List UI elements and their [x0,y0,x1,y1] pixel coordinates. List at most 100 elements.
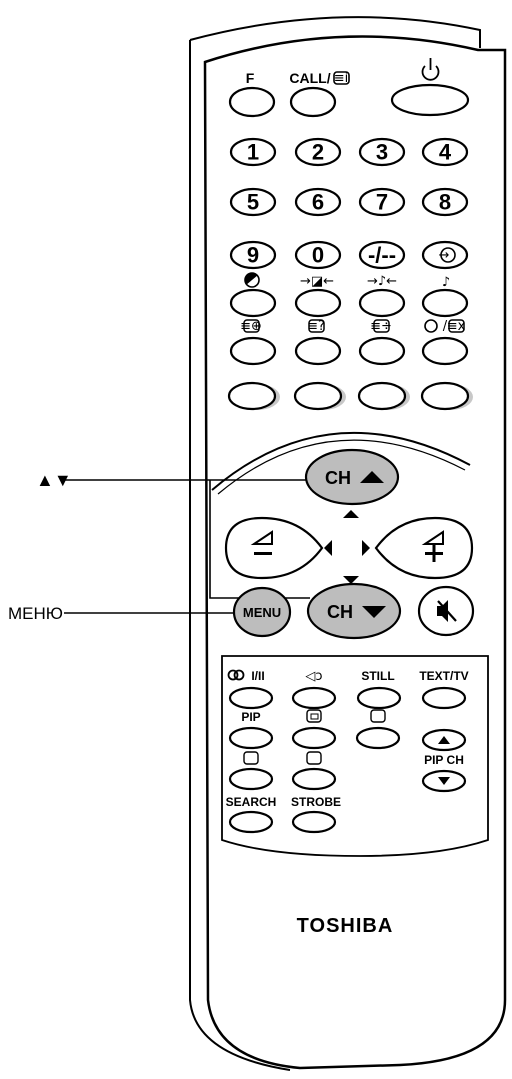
svg-text:/: / [443,319,448,334]
sound-effect-button[interactable] [291,686,337,710]
teletext-size-button[interactable] [358,336,406,366]
pip-label: PIP [241,710,260,724]
f-label: F [246,70,255,86]
svg-text:◁ↄ: ◁ↄ [305,669,322,684]
pip-ch-label: PIP CH [424,753,464,767]
channel-down-button[interactable]: CH [306,582,402,640]
picture-adjust-button[interactable] [294,288,342,318]
number-button-6[interactable]: 6 [294,187,342,217]
svg-text:→: → [439,248,450,263]
channel-up-arrow-icon [343,510,359,518]
svg-text:-/--: -/-- [368,243,396,268]
stereo-button[interactable] [228,686,274,710]
f-button[interactable] [228,86,276,118]
volume-up-button[interactable] [374,516,474,580]
number-button-9[interactable]: 9 [229,240,277,270]
number-button-8[interactable]: 8 [421,187,469,217]
pip-swap-button[interactable] [291,726,337,750]
pip-button[interactable] [228,726,274,750]
teletext-info-icon: ≡i [333,71,350,86]
svg-text:≡i: ≡i [334,71,349,86]
svg-text:7: 7 [376,190,388,215]
svg-text:5: 5 [247,190,259,215]
svg-text:♪: ♪ [442,275,450,290]
text-tv-button[interactable] [421,686,467,710]
pip-freeze-icon [243,751,259,765]
teletext-reveal-button[interactable] [294,336,342,366]
pip-freeze-button[interactable] [228,767,274,791]
clock-cancel-icon: / ≡x [424,319,466,334]
fastext-green-button[interactable] [293,381,346,411]
power-icon [421,58,440,81]
number-button-7[interactable]: 7 [358,187,406,217]
text-tv-label: TEXT/TV [419,669,468,683]
svg-text:9: 9 [247,243,259,268]
remote-body-inner-edge [189,16,481,48]
call-label: CALL/ [289,70,330,86]
brand-logo: TOSHIBA [297,915,394,937]
pip-position-button[interactable] [355,726,401,750]
volume-down-button[interactable] [224,516,324,580]
music-note-icon: ♪ [442,275,450,290]
still-label: STILL [361,669,394,683]
number-button-0[interactable]: 0 [294,240,342,270]
picture-mode-button[interactable] [229,288,277,318]
stereo-icon [227,669,245,681]
call-button[interactable] [289,86,337,118]
svg-text:≡⊕: ≡⊕ [240,319,262,334]
number-button-4[interactable]: 4 [421,137,469,167]
teletext-index-button[interactable] [229,336,277,366]
digit-toggle-button[interactable]: -/-- [358,240,406,270]
fastext-red-button[interactable] [227,381,280,411]
stereo-label: I/II [251,669,264,683]
svg-text:0: 0 [312,243,324,268]
menu-callout: МЕНЮ [8,604,63,623]
pip-swap-icon [306,709,322,723]
fastext-blue-button[interactable] [420,381,473,411]
svg-text:→◪←: →◪← [300,274,334,289]
svg-text:2: 2 [312,140,324,165]
svg-text:≡x: ≡x [447,319,466,334]
search-button[interactable] [228,810,274,834]
teletext-cancel-button[interactable] [421,336,469,366]
number-button-1[interactable]: 1 [229,137,277,167]
input-select-button[interactable]: → [421,240,469,270]
power-button[interactable] [390,83,470,117]
teletext-index-icon: ≡⊕ [240,319,262,334]
svg-text:CH: CH [325,468,351,488]
svg-text:4: 4 [439,140,452,165]
svg-text:→♪←: →♪← [367,274,397,289]
menu-button[interactable]: MENU [232,586,292,638]
svg-text:≡÷: ≡÷ [370,319,392,334]
channel-arrows-callout: ▲▼ [36,470,72,490]
pip-position-icon [370,709,386,723]
still-button[interactable] [356,686,402,710]
svg-text:1: 1 [247,140,259,165]
sound-adjust-icon: →♪← [367,274,397,289]
navigation-arc-inner [217,439,466,495]
lower-panel-frame [221,655,489,857]
svg-text:≡?: ≡? [307,319,325,334]
channel-down-arrow-icon [343,576,359,584]
strobe-button[interactable] [291,810,337,834]
fastext-yellow-button[interactable] [357,381,410,411]
pip-channel-down-button[interactable] [421,769,467,793]
number-button-2[interactable]: 2 [294,137,342,167]
teletext-reveal-icon: ≡? [307,319,325,334]
sound-adjust-button[interactable] [358,288,406,318]
sound-mode-button[interactable] [421,288,469,318]
mute-button[interactable] [417,585,475,637]
number-button-5[interactable]: 5 [229,187,277,217]
pip-source-button[interactable] [291,767,337,791]
picture-mode-icon [244,272,260,288]
number-button-3[interactable]: 3 [358,137,406,167]
pip-channel-up-button[interactable] [421,728,467,752]
strobe-label: STROBE [291,795,341,809]
svg-text:6: 6 [312,190,324,215]
svg-text:8: 8 [439,190,451,215]
search-label: SEARCH [226,795,277,809]
channel-up-button[interactable]: CH [304,448,400,506]
picture-adjust-icon: →◪← [300,274,334,289]
volume-right-arrow-icon [362,540,370,556]
